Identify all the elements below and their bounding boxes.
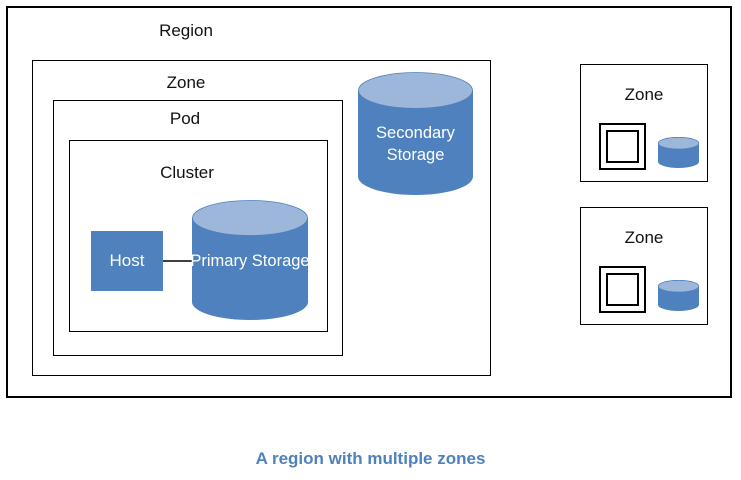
- zone-right-2-storage-cylinder: [658, 280, 699, 311]
- cylinder-icon: [658, 137, 699, 168]
- zone-box-right-1: Zone: [580, 64, 708, 182]
- cylinder-icon: [658, 280, 699, 311]
- cylinder-icon: [192, 200, 308, 320]
- cylinder-icon: [358, 72, 473, 195]
- zone-box: [32, 60, 491, 376]
- cylinder-top-ellipse: [192, 200, 308, 236]
- secondary-storage-label: Secondary Storage: [376, 124, 455, 164]
- pod-box: [53, 100, 343, 356]
- cylinder-top-ellipse: [658, 137, 699, 150]
- cylinder-body: [658, 286, 699, 311]
- host-storage-connector: [163, 260, 193, 262]
- zone-right-2-label: Zone: [624, 228, 664, 247]
- diagram-caption: A region with multiple zones: [255, 449, 486, 468]
- primary-storage-label: Primary Storage: [190, 252, 310, 270]
- zone-label: Zone: [166, 73, 206, 92]
- zone-box-right-2: Zone: [580, 207, 708, 325]
- zone-right-1-label: Zone: [624, 85, 664, 104]
- primary-storage-cylinder: Primary Storage: [190, 200, 310, 320]
- cylinder-top-ellipse: [358, 72, 473, 109]
- cylinder-top-ellipse: [658, 280, 699, 293]
- cylinder-body: [358, 90, 473, 195]
- zone-right-1-storage-cylinder: [658, 137, 699, 168]
- cylinder-body: [192, 218, 308, 320]
- secondary-storage-cylinder: Secondary Storage: [358, 72, 473, 195]
- cylinder-body: [658, 143, 699, 168]
- inner-square: [606, 130, 639, 163]
- host-label: Host: [109, 251, 145, 270]
- nested-squares-icon: [599, 266, 646, 313]
- nested-squares-icon: [599, 123, 646, 170]
- region-box: [6, 6, 732, 398]
- region-label: Region: [159, 21, 213, 40]
- inner-square: [606, 273, 639, 306]
- host-box: Host: [91, 231, 163, 291]
- cluster-box: [69, 140, 328, 332]
- pod-label: Pod: [169, 109, 201, 128]
- cluster-label: Cluster: [160, 163, 214, 182]
